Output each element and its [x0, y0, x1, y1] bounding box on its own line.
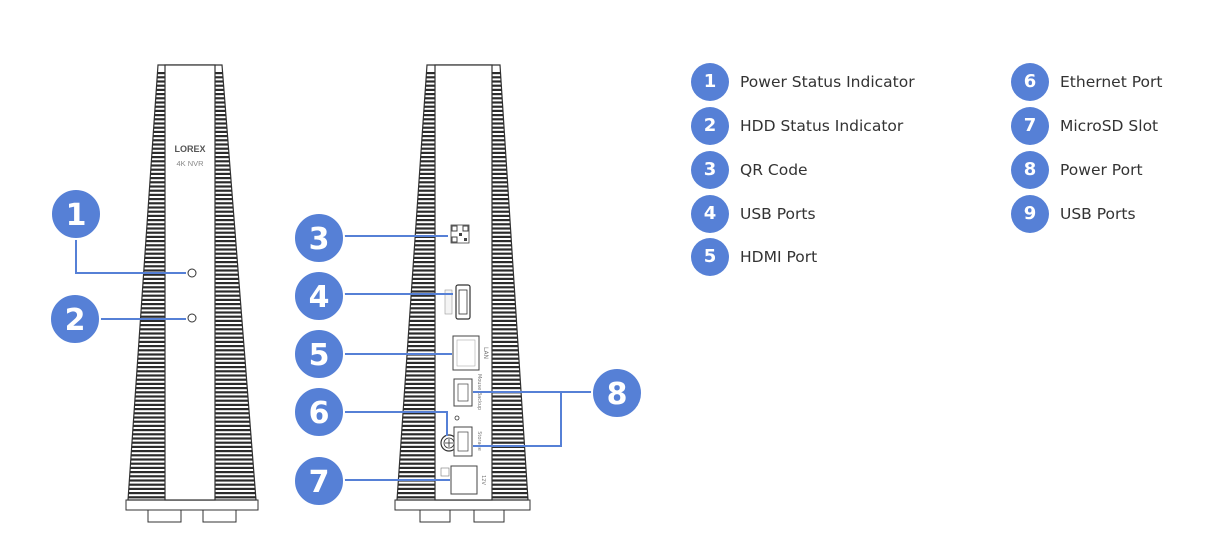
back-center-panel — [434, 64, 493, 501]
legend-badge: 2 — [691, 107, 729, 145]
device-front: LOREX 4K NVR — [125, 64, 259, 523]
callout-3: 3 — [293, 212, 345, 264]
legend-label: USB Ports — [740, 205, 816, 223]
lan-label: LAN — [482, 347, 489, 359]
svg-text:6: 6 — [309, 396, 330, 431]
model-label: 4K NVR — [176, 159, 204, 168]
legend-badge: 8 — [1011, 151, 1049, 189]
legend-badge: 1 — [691, 63, 729, 101]
svg-text:2: 2 — [65, 303, 86, 338]
front-base — [125, 499, 259, 511]
svg-text:7: 7 — [309, 465, 330, 500]
leader-line-6 — [342, 411, 448, 436]
svg-text:8: 8 — [607, 377, 628, 412]
svg-text:5: 5 — [309, 338, 330, 373]
power-status-led — [187, 268, 197, 278]
front-foot-right — [202, 509, 237, 523]
back-indicator-dot — [454, 415, 460, 421]
callouts: 1 2 3 4 5 6 7 8 — [49, 188, 643, 507]
power-port — [440, 465, 478, 495]
legend-badge: 5 — [691, 238, 729, 276]
leader-line-8 — [473, 391, 562, 447]
callout-2: 2 — [49, 293, 101, 345]
svg-text:1: 1 — [66, 198, 87, 233]
usb-port-top — [453, 378, 473, 407]
callout-6: 6 — [293, 386, 345, 438]
callout-8: 8 — [591, 367, 643, 419]
front-center-panel — [164, 64, 216, 501]
legend-label: QR Code — [740, 161, 808, 179]
brand-logo: LOREX — [174, 144, 205, 154]
legend-label: Power Status Indicator — [740, 73, 915, 91]
legend-label: Ethernet Port — [1060, 73, 1163, 91]
back-base — [394, 499, 531, 511]
ethernet-port — [452, 335, 480, 371]
callout-4: 4 — [293, 270, 345, 322]
usb-bottom-label: Storage — [476, 431, 482, 451]
svg-text:4: 4 — [309, 280, 330, 315]
back-foot-left — [419, 509, 451, 523]
power-label: 12V — [480, 475, 486, 485]
front-foot-left — [147, 509, 182, 523]
legend-badge: 7 — [1011, 107, 1049, 145]
legend-label: MicroSD Slot — [1060, 117, 1159, 135]
usb-port-bottom — [453, 426, 473, 457]
callout-1: 1 — [50, 188, 102, 240]
legend-label: HDMI Port — [740, 248, 818, 266]
qr-code — [450, 224, 470, 244]
hdd-status-led — [187, 313, 197, 323]
leader-lines — [75, 235, 594, 481]
svg-text:3: 3 — [309, 222, 330, 257]
hdmi-port — [444, 284, 471, 320]
legend-label: HDD Status Indicator — [740, 117, 904, 135]
legend-badge: 4 — [691, 195, 729, 233]
legend-badge: 9 — [1011, 195, 1049, 233]
legend-label: USB Ports — [1060, 205, 1136, 223]
back-foot-right — [473, 509, 505, 523]
legend-badge: 6 — [1011, 63, 1049, 101]
leader-line-1 — [75, 238, 186, 274]
legend-badge: 3 — [691, 151, 729, 189]
callout-5: 5 — [293, 328, 345, 380]
legend-label: Power Port — [1060, 161, 1143, 179]
callout-7: 7 — [293, 455, 345, 507]
